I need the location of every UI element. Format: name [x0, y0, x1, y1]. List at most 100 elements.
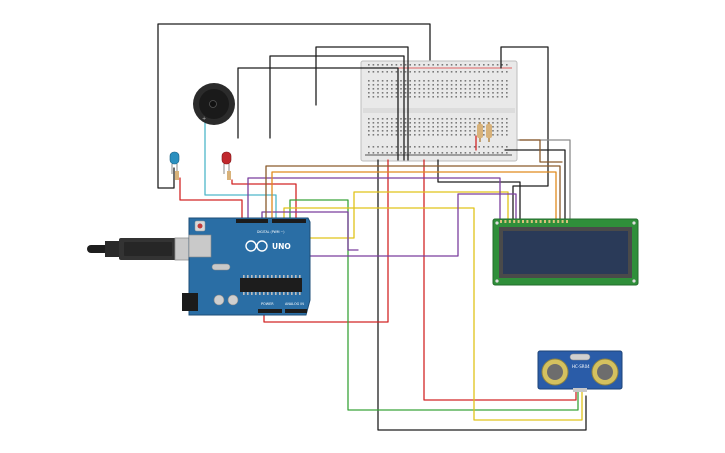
breadboard-hole	[368, 71, 370, 73]
breadboard-hole	[446, 146, 448, 148]
breadboard-hole	[492, 71, 494, 73]
chip-pins	[243, 275, 301, 295]
breadboard-hole	[496, 134, 499, 136]
breadboard-hole	[487, 88, 490, 90]
breadboard-hole	[496, 122, 499, 124]
breadboard-hole	[391, 134, 393, 136]
breadboard-hole	[395, 96, 398, 98]
breadboard-hole	[446, 96, 448, 98]
breadboard-hole	[409, 118, 411, 120]
breadboard-hole	[460, 80, 462, 82]
breadboard-hole	[478, 96, 480, 98]
breadboard-hole	[501, 134, 503, 136]
breadboard-hole	[478, 71, 480, 73]
chip-pin	[263, 275, 265, 278]
breadboard-hole	[414, 126, 416, 128]
breadboard-hole	[455, 80, 457, 82]
breadboard-hole	[492, 80, 494, 82]
breadboard-hole	[473, 96, 476, 98]
breadboard-resistors	[477, 122, 492, 142]
breadboard-hole	[441, 80, 444, 82]
breadboard-hole	[432, 134, 434, 136]
breadboard-hole	[501, 71, 503, 73]
chip-pin	[255, 292, 257, 295]
breadboard-hole	[473, 152, 476, 154]
breadboard-hole	[432, 80, 434, 82]
breadboard-hole	[501, 122, 503, 124]
breadboard-hole	[487, 71, 490, 73]
breadboard-hole	[464, 122, 467, 124]
breadboard-hole	[427, 88, 430, 90]
breadboard-hole	[483, 134, 485, 136]
breadboard-hole	[377, 71, 379, 73]
breadboard-hole	[391, 122, 393, 124]
breadboard-hole	[368, 126, 370, 128]
breadboard-hole	[409, 126, 411, 128]
breadboard-hole	[455, 126, 457, 128]
breadboard-hole	[381, 84, 384, 86]
breadboard-hole	[395, 92, 398, 94]
lcd-pin	[566, 220, 568, 223]
wire-black	[237, 67, 399, 161]
breadboard-hole	[391, 71, 393, 73]
breadboard-hole	[386, 152, 388, 154]
led-blue	[169, 151, 180, 180]
chip-pin	[267, 275, 269, 278]
breadboard-hole	[446, 64, 448, 66]
breadboard-hole	[506, 64, 508, 66]
breadboard-hole	[386, 80, 388, 82]
breadboard-hole	[446, 126, 448, 128]
breadboard-hole	[432, 118, 434, 120]
breadboard-hole	[372, 84, 375, 86]
breadboard-hole	[450, 134, 453, 136]
breadboard-hole	[427, 122, 430, 124]
breadboard-hole	[372, 88, 375, 90]
breadboard-hole	[446, 92, 448, 94]
breadboard-hole	[473, 122, 476, 124]
breadboard-hole	[404, 80, 407, 82]
chip-pin	[287, 275, 289, 278]
breadboard-hole	[478, 118, 480, 120]
breadboard-hole	[427, 64, 430, 66]
breadboard-hole	[441, 88, 444, 90]
breadboard-hole	[478, 80, 480, 82]
breadboard-hole	[423, 146, 425, 148]
breadboard-hole	[423, 88, 425, 90]
breadboard-hole	[469, 126, 471, 128]
breadboard-hole	[469, 152, 471, 154]
breadboard-hole	[400, 92, 402, 94]
breadboard-hole	[496, 96, 499, 98]
breadboard-hole	[441, 84, 444, 86]
breadboard-hole	[414, 88, 416, 90]
breadboard-hole	[496, 64, 499, 66]
breadboard-hole	[464, 80, 467, 82]
breadboard-hole	[483, 118, 485, 120]
chip-pin	[267, 292, 269, 295]
chip-pin	[271, 275, 273, 278]
breadboard-hole	[423, 130, 425, 132]
breadboard-hole	[506, 152, 508, 154]
breadboard-hole	[404, 96, 407, 98]
chip-pin	[247, 275, 249, 278]
breadboard-hole	[409, 146, 411, 148]
breadboard-hole	[418, 122, 421, 124]
breadboard-hole	[501, 126, 503, 128]
usb-cable	[87, 237, 198, 261]
breadboard-hole	[483, 84, 485, 86]
breadboard-hole	[368, 88, 370, 90]
ultrasonic-sensor: HC-SR04	[537, 350, 623, 392]
ultrasonic-model-label: HC-SR04	[572, 364, 590, 369]
breadboard-hole	[404, 122, 407, 124]
breadboard-hole	[409, 64, 411, 66]
breadboard-hole	[377, 146, 379, 148]
breadboard-hole	[409, 134, 411, 136]
breadboard-hole	[414, 134, 416, 136]
arduino-uno: UNO DIGITAL (PWM ~) POWER ANALOG IN	[182, 217, 311, 316]
breadboard-hole	[446, 118, 448, 120]
breadboard-hole	[492, 84, 494, 86]
chip-pin	[279, 292, 281, 295]
breadboard-hole	[377, 122, 379, 124]
breadboard-hole	[478, 84, 480, 86]
breadboard-hole	[423, 96, 425, 98]
breadboard-hole	[372, 152, 375, 154]
